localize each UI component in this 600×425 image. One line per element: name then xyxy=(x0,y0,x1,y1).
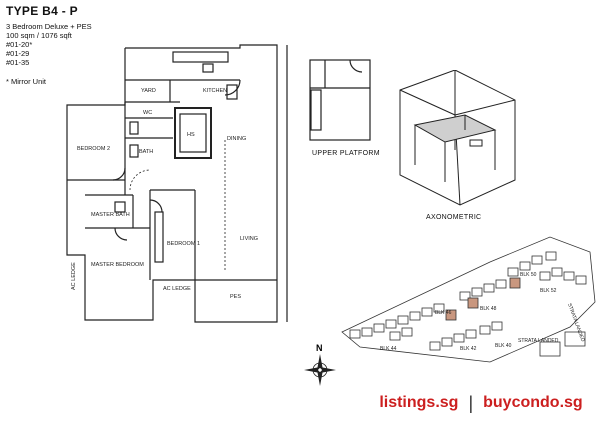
room-yard: YARD xyxy=(141,88,156,94)
upper-platform-plan xyxy=(309,59,371,141)
room-dining: DINING xyxy=(227,136,246,142)
strata-landed-label-1: STRATA LANDED xyxy=(518,338,559,344)
floor-plan: YARD KITCHEN WC HS DINING BEDROOM 2 BATH… xyxy=(66,44,288,323)
compass-icon: N xyxy=(304,343,336,386)
svg-text:N: N xyxy=(316,343,323,353)
block-label-46: BLK 46 xyxy=(435,310,452,316)
unit-area: 100 sqm / 1076 sqft xyxy=(6,31,72,40)
block-label-50: BLK 50 xyxy=(520,272,537,278)
block-label-44: BLK 44 xyxy=(380,346,397,352)
mirror-unit-note: * Mirror Unit xyxy=(6,77,47,86)
room-master-bath: MASTER BATH xyxy=(91,212,130,218)
highlighted-unit-2 xyxy=(467,297,479,309)
brand-listings[interactable]: listings.sg xyxy=(379,394,459,411)
room-pes: PES xyxy=(230,294,241,300)
room-bedroom-1: BEDROOM 1 xyxy=(167,241,200,247)
block-label-48: BLK 48 xyxy=(480,306,497,312)
unit-number-2: #01-29 xyxy=(6,49,30,58)
brand-buycondo[interactable]: buycondo.sg xyxy=(483,394,583,411)
room-ac-ledge-bottom: AC LEDGE xyxy=(163,286,191,292)
upper-platform-caption: UPPER PLATFORM xyxy=(312,150,380,157)
site-plan: BLK 44 BLK 40 BLK 42 BLK 46 BLK 48 BLK 5… xyxy=(341,236,596,363)
room-kitchen: KITCHEN xyxy=(203,88,227,94)
block-label-52: BLK 52 xyxy=(540,288,557,294)
brand-separator: | xyxy=(468,392,474,413)
room-bedroom-2: BEDROOM 2 xyxy=(77,146,110,152)
room-master-bedroom: MASTER BEDROOM xyxy=(91,262,144,268)
branding-footer: listings.sg | buycondo.sg xyxy=(370,388,592,418)
axonometric-caption: AXONOMETRIC xyxy=(426,214,482,221)
unit-description: 3 Bedroom Deluxe + PES xyxy=(6,22,92,31)
room-ac-ledge-left: AC LEDGE xyxy=(71,262,77,290)
unit-number-3: #01-35 xyxy=(6,58,30,67)
axonometric-drawing xyxy=(399,70,516,206)
block-label-40: BLK 40 xyxy=(495,343,512,349)
block-label-42: BLK 42 xyxy=(460,346,477,352)
room-bath: BATH xyxy=(139,149,153,155)
unit-number-1: #01-20* xyxy=(6,40,33,49)
highlighted-unit-1 xyxy=(445,309,457,321)
highlighted-unit-3 xyxy=(509,277,521,289)
unit-type-title: TYPE B4 - P xyxy=(6,4,78,18)
room-hs: HS xyxy=(187,132,195,138)
room-living: LIVING xyxy=(240,236,258,242)
room-wc: WC xyxy=(143,110,152,116)
